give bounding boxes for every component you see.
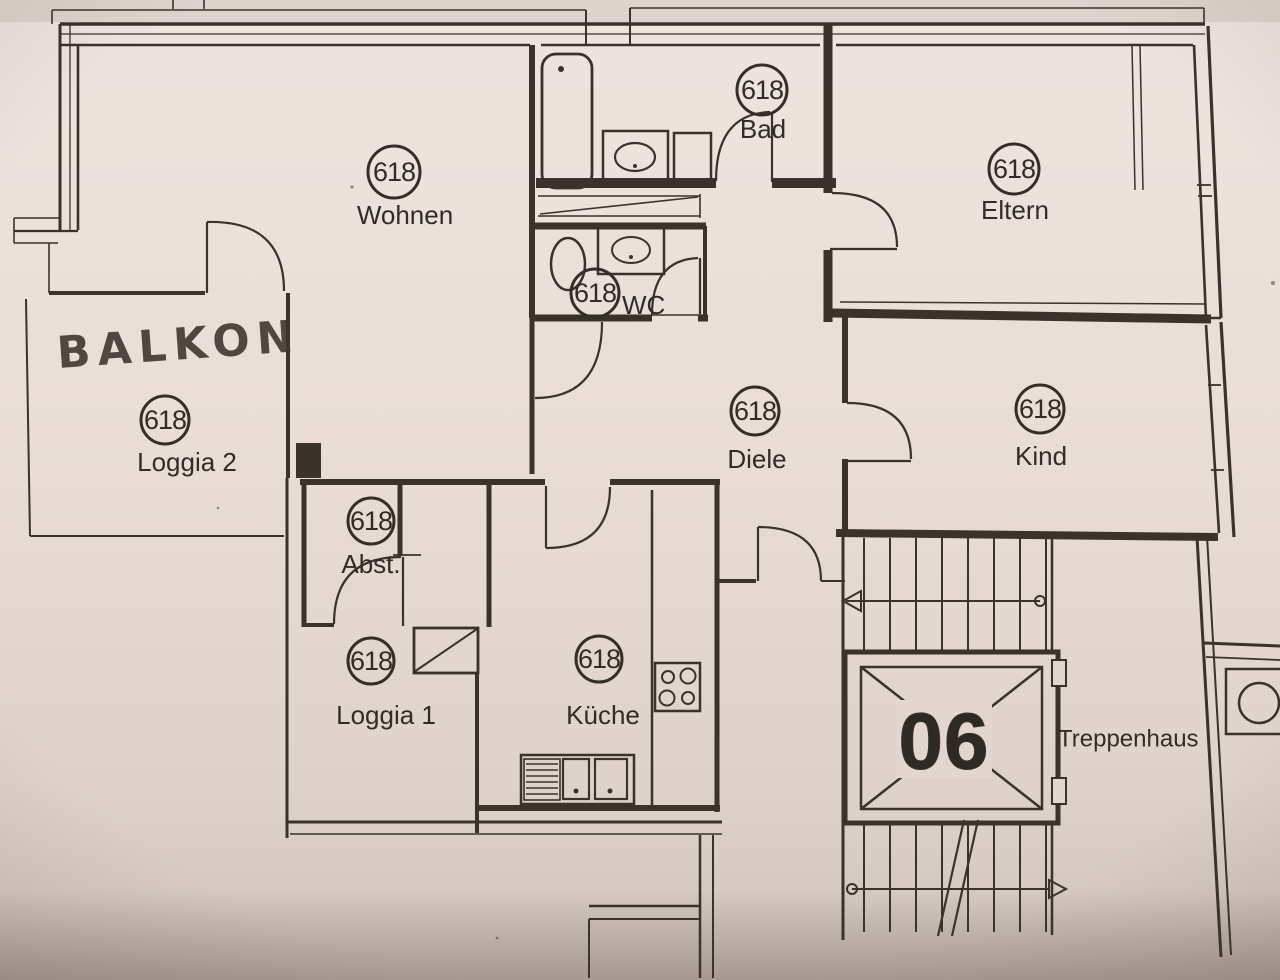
bottom-shadow — [0, 890, 1280, 980]
top-shadow — [0, 0, 1280, 22]
